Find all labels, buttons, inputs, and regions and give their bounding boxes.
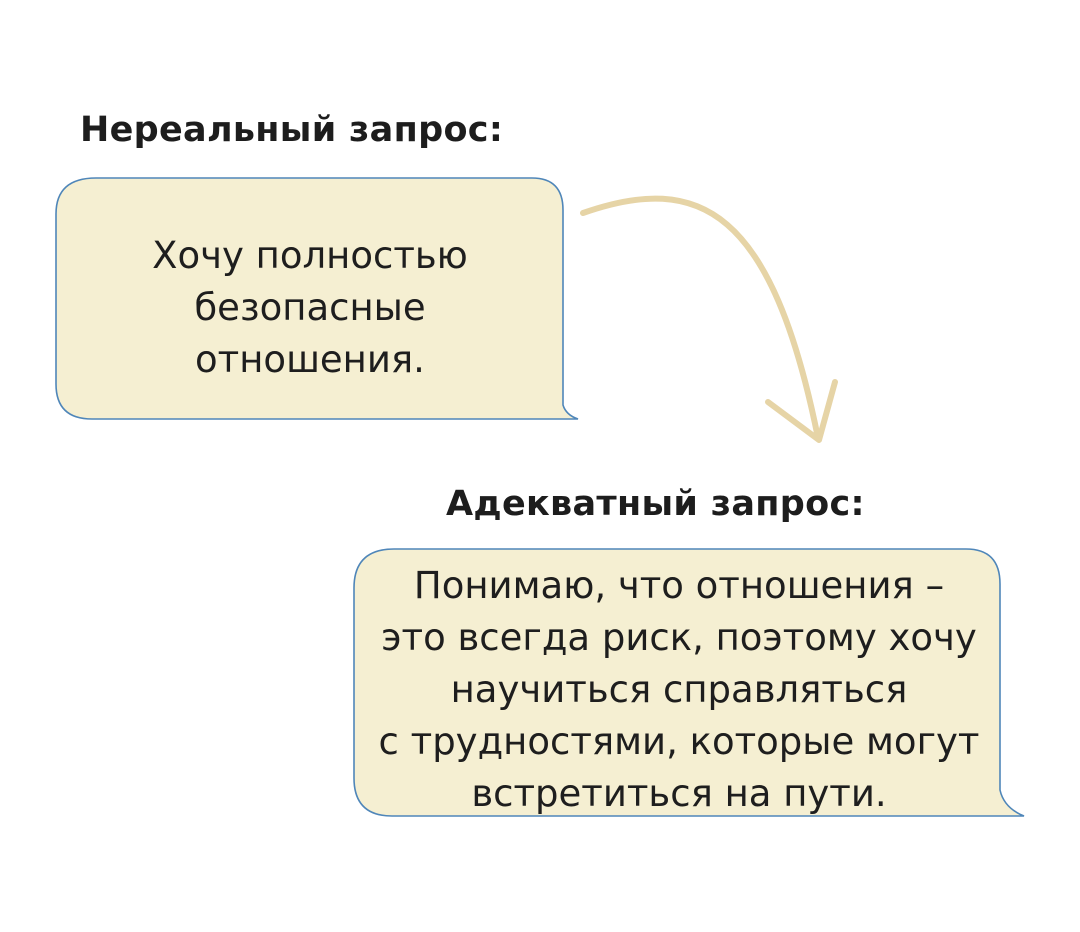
text-line: Хочу полностью [152,234,468,277]
speech-bubble-adequate [353,548,1025,817]
text-line: научиться справляться [450,668,908,711]
text-line: Понимаю, что отношения – [413,564,945,607]
heading-unreal-request: Нереальный запрос: [80,110,504,150]
text-line: это всегда риск, поэтому хочу [381,616,977,659]
unreal-request-text: Хочу полностью безопасные отношения. [60,230,560,386]
curved-arrow [580,195,821,441]
text-line: с трудностями, которые могут [378,720,980,763]
arrow-head-icon [765,379,838,443]
speech-bubble-unreal [55,177,579,420]
text-line: безопасные [194,286,426,329]
adequate-request-text: Понимаю, что отношения – это всегда риск… [356,560,1002,820]
heading-adequate-request: Адекватный запрос: [446,484,865,524]
text-line: встретиться на пути. [471,772,887,815]
text-line: отношения. [195,338,425,381]
